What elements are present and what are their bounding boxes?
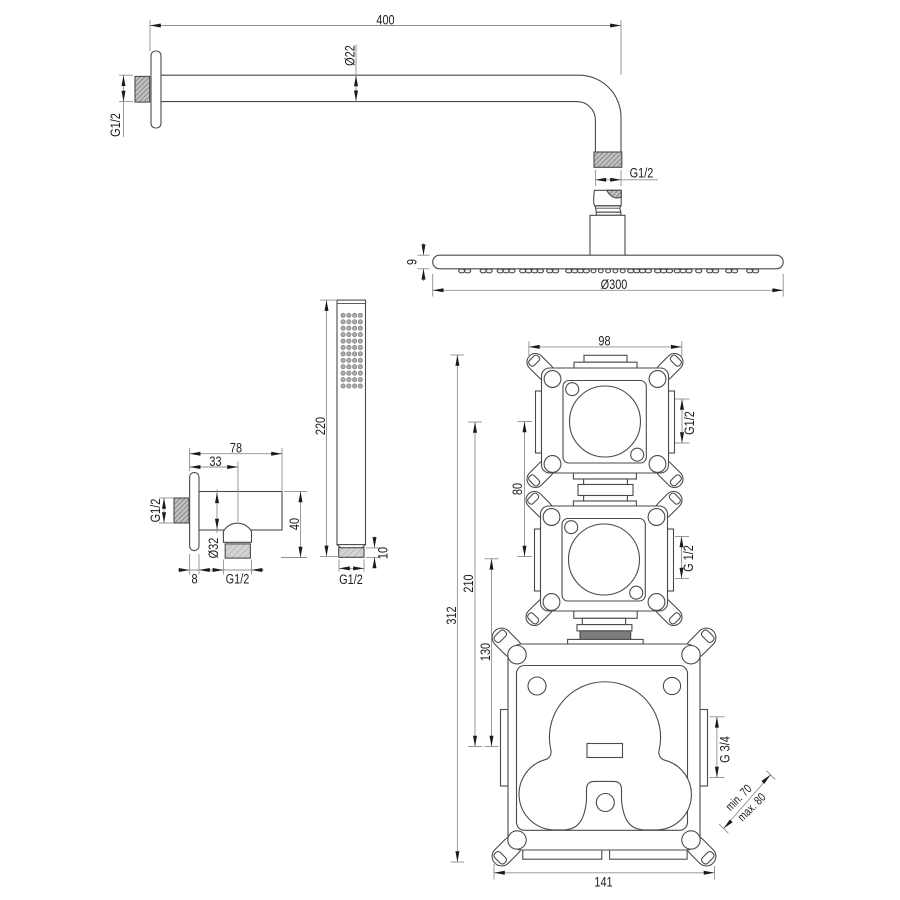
svg-text:40: 40 <box>287 518 303 530</box>
svg-text:Ø300: Ø300 <box>601 277 628 293</box>
svg-text:8: 8 <box>191 571 197 587</box>
svg-text:98: 98 <box>598 333 610 349</box>
svg-text:G1/2: G1/2 <box>148 499 164 523</box>
svg-text:33: 33 <box>209 454 221 470</box>
svg-text:G1/2: G1/2 <box>339 572 363 588</box>
svg-text:10: 10 <box>375 547 391 559</box>
svg-text:G1/2: G1/2 <box>108 113 124 137</box>
svg-text:312: 312 <box>444 606 460 624</box>
svg-text:210: 210 <box>461 574 477 592</box>
svg-text:141: 141 <box>594 874 612 890</box>
svg-text:G1/2: G1/2 <box>630 165 654 181</box>
svg-text:Ø22: Ø22 <box>342 45 358 66</box>
svg-text:Ø32: Ø32 <box>206 538 222 559</box>
svg-text:130: 130 <box>478 643 494 661</box>
svg-text:78: 78 <box>230 440 242 456</box>
svg-text:220: 220 <box>313 417 329 435</box>
svg-text:G1/2: G1/2 <box>682 411 698 435</box>
svg-text:9: 9 <box>404 259 420 265</box>
svg-text:400: 400 <box>376 12 394 28</box>
svg-text:G 1/2: G 1/2 <box>681 545 697 572</box>
svg-text:80: 80 <box>510 483 526 495</box>
svg-text:G 3/4: G 3/4 <box>717 736 733 763</box>
svg-text:G1/2: G1/2 <box>226 571 250 587</box>
